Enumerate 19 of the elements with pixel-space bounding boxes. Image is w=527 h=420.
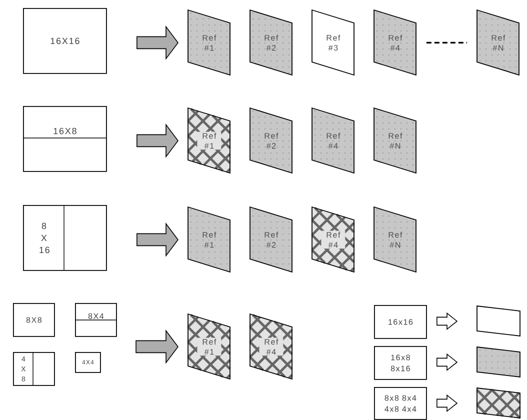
block-arrow xyxy=(436,312,458,330)
block-box: 8 X 16 xyxy=(23,204,107,271)
block-arrow xyxy=(136,124,178,158)
frame-symbol xyxy=(476,346,520,378)
block-box: 16X16 xyxy=(23,8,107,74)
dashed-line xyxy=(426,42,467,44)
block-size-box: 16x8 8x16 xyxy=(374,346,427,380)
block-size-box: 8x8 8x4 4x8 4x4 xyxy=(374,387,427,420)
block-size-box: 16x16 xyxy=(374,305,427,339)
block-arrow xyxy=(136,330,178,364)
block-arrow xyxy=(436,394,458,412)
block-box: 16X8 xyxy=(22,106,107,172)
block-arrow xyxy=(436,353,458,372)
block-box: 8X8 xyxy=(13,303,55,337)
block-box: 8X4 xyxy=(74,303,117,337)
block-arrow xyxy=(136,26,178,60)
frame-symbol xyxy=(476,306,520,336)
frame-symbol xyxy=(476,388,521,419)
block-arrow xyxy=(136,222,178,257)
